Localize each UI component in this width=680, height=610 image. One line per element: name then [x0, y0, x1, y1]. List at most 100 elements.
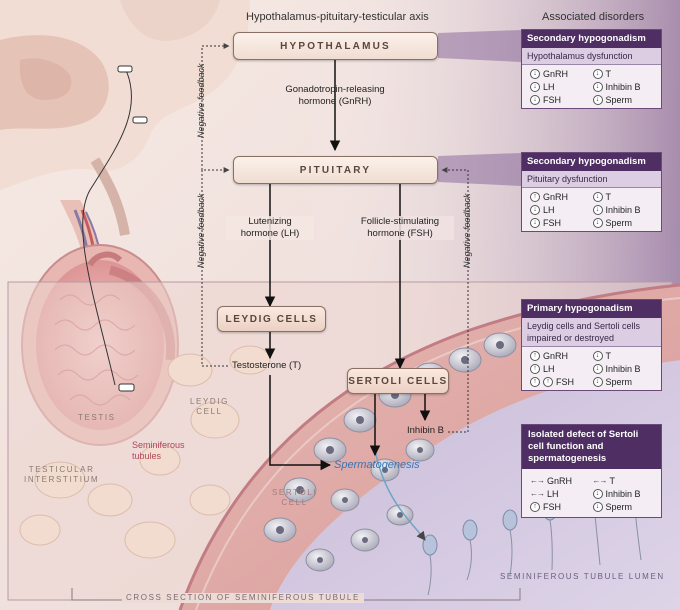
panel-items: ↓GnRH↓T↓LH↓Inhibin B↓FSH↓Sperm	[522, 65, 661, 108]
decrease-icon: ↓	[592, 488, 603, 499]
gnrh-label-line1: Gonadotropin-releasing	[285, 84, 385, 95]
seminiferous-label-line1: Seminiferous	[132, 440, 185, 450]
unchanged-icon: ←→	[530, 476, 545, 485]
hormone-label: GnRH	[543, 350, 569, 361]
panel-pituitary-dysfunction: Secondary hypogonadism Pituitary dysfunc…	[521, 152, 662, 232]
decrease-icon: ↓	[592, 501, 603, 512]
hormone-indicator: ↓Sperm	[592, 217, 656, 228]
hormone-label: LH	[547, 488, 559, 499]
hormone-label: T	[605, 68, 612, 79]
panel-primary-hypogonadism: Primary hypogonadism Leydig cells and Se…	[521, 299, 662, 391]
fsh-label-line1: Follicle-stimulating	[360, 216, 440, 227]
hormone-label: LH	[543, 363, 555, 374]
decrease-icon: ↓	[592, 376, 603, 387]
testosterone-label: Testosterone (T)	[232, 360, 302, 371]
hormone-label: Sperm	[605, 217, 633, 228]
hormone-label: GnRH	[543, 68, 569, 79]
hormone-indicator: ↓Sperm	[592, 94, 656, 105]
gnrh-label: Gonadotropin-releasing hormone (GnRH)	[270, 84, 400, 108]
hormone-label: GnRH	[547, 475, 573, 486]
hormone-indicator: ↓FSH	[530, 217, 593, 228]
hormone-label: FSH	[556, 376, 574, 387]
hormone-label: T	[605, 191, 612, 202]
hormone-label: Inhibin B	[605, 488, 641, 499]
disorders-title: Associated disorders	[542, 11, 645, 23]
hormone-indicator: ↓Sperm	[592, 376, 656, 387]
panel-items: ↑GnRH↓T↑LH↓Inhibin B↑↑FSH↓Sperm	[522, 347, 661, 390]
lh-label: Lutenizing hormone (LH)	[226, 216, 314, 240]
panel-subheader: Pituitary dysfunction	[522, 171, 661, 188]
hormone-indicator: ←→T	[593, 475, 656, 486]
hormone-label: FSH	[543, 501, 561, 512]
hormone-indicator: ↓T	[592, 191, 656, 202]
unchanged-icon: ←→	[530, 489, 545, 498]
hormone-label: Inhibin B	[605, 81, 641, 92]
decrease-icon: ↓	[592, 363, 603, 374]
decrease-icon: ↓	[530, 217, 540, 228]
decrease-icon: ↓	[592, 68, 603, 79]
panel-header: Primary hypogonadism	[522, 300, 661, 318]
hormone-indicator: ↓T	[592, 68, 656, 79]
increase-icon: ↑	[543, 376, 553, 387]
lh-label-line1: Lutenizing	[248, 216, 292, 227]
testicular-interstitium-label: TESTICULAR INTERSTITIUM	[24, 465, 99, 485]
decrease-icon: ↓	[592, 94, 603, 105]
hormone-label: GnRH	[543, 191, 569, 202]
increase-icon: ↑	[530, 350, 540, 361]
leydig-cell-label: LEYDIG CELL	[190, 397, 229, 417]
sertoli-cell-label-line2: CELL	[281, 498, 308, 507]
panel-hypothalamus-dysfunction: Secondary hypogonadism Hypothalamus dysf…	[521, 29, 662, 109]
sertoli-cell-label: SERTOLI CELL	[272, 488, 317, 508]
increase-icon: ↑	[530, 376, 540, 387]
hormone-indicator: ↑GnRH	[530, 191, 593, 202]
hormone-label: LH	[543, 204, 555, 215]
hormone-indicator: ↓LH	[530, 81, 593, 92]
hormone-indicator: ↑FSH	[530, 501, 593, 512]
hormone-indicator: ↓Inhibin B	[592, 81, 656, 92]
panel-items: ↑GnRH↓T↓LH↓Inhibin B↓FSH↓Sperm	[522, 188, 661, 231]
hormone-label: T	[605, 350, 612, 361]
hormone-label: FSH	[543, 94, 561, 105]
decrease-icon: ↓	[592, 350, 603, 361]
gnrh-label-line2: hormone (GnRH)	[298, 96, 372, 107]
hormone-label: Sperm	[605, 94, 633, 105]
decrease-icon: ↓	[530, 94, 540, 105]
testis-label: TESTIS	[78, 413, 116, 422]
sertoli-cell-label-line1: SERTOLI	[272, 488, 318, 497]
hormone-indicator: ↓Inhibin B	[592, 363, 656, 374]
decrease-icon: ↓	[530, 68, 540, 79]
unchanged-icon: ←→	[592, 476, 608, 485]
hormone-label: T	[609, 475, 616, 486]
interstitium-label-line1: TESTICULAR	[28, 465, 95, 474]
negative-feedback-upper: Negative feedback	[196, 63, 206, 138]
fsh-label-line2: hormone (FSH)	[367, 228, 433, 239]
hormone-indicator: ↑GnRH	[530, 350, 593, 361]
seminiferous-label-line2: tubules	[132, 451, 162, 461]
increase-icon: ↑	[530, 191, 540, 202]
decrease-icon: ↓	[592, 217, 603, 228]
tubule-lumen-label: SEMINIFEROUS TUBULE LUMEN	[500, 572, 665, 581]
seminiferous-tubules-label: Seminiferous tubules	[132, 440, 185, 462]
hormone-label: LH	[543, 81, 555, 92]
interstitium-label-line2: INTERSTITIUM	[24, 475, 100, 484]
panel-items: ←→GnRH←→T←→LH↓Inhibin B↑FSH↓Sperm	[522, 469, 661, 517]
panel-subheader: Hypothalamus dysfunction	[522, 48, 661, 65]
leydig-cell-label-line1: LEYDIG	[190, 397, 229, 406]
lh-label-line2: hormone (LH)	[240, 228, 300, 239]
negative-feedback-lower: Negative feedback	[196, 193, 206, 268]
hormone-indicator: ↓Sperm	[592, 501, 656, 512]
decrease-icon: ↓	[592, 81, 603, 92]
hormone-label: Inhibin B	[605, 363, 641, 374]
hormone-indicator: ↓GnRH	[530, 68, 593, 79]
hormone-label: Sperm	[605, 376, 633, 387]
increase-icon: ↑	[530, 363, 540, 374]
hormone-label: FSH	[543, 217, 561, 228]
panel-isolated-sertoli-defect: Isolated defect of Sertoli cell function…	[521, 424, 662, 518]
panel-header: Secondary hypogonadism	[522, 153, 661, 171]
hormone-indicator: ↓LH	[530, 204, 593, 215]
pituitary-box: PITUITARY	[233, 156, 438, 184]
axis-title: Hypothalamus-pituitary-testicular axis	[246, 11, 429, 23]
hormone-indicator: ←→LH	[530, 488, 593, 499]
decrease-icon: ↓	[530, 81, 540, 92]
panel-header: Isolated defect of Sertoli cell function…	[522, 425, 661, 469]
